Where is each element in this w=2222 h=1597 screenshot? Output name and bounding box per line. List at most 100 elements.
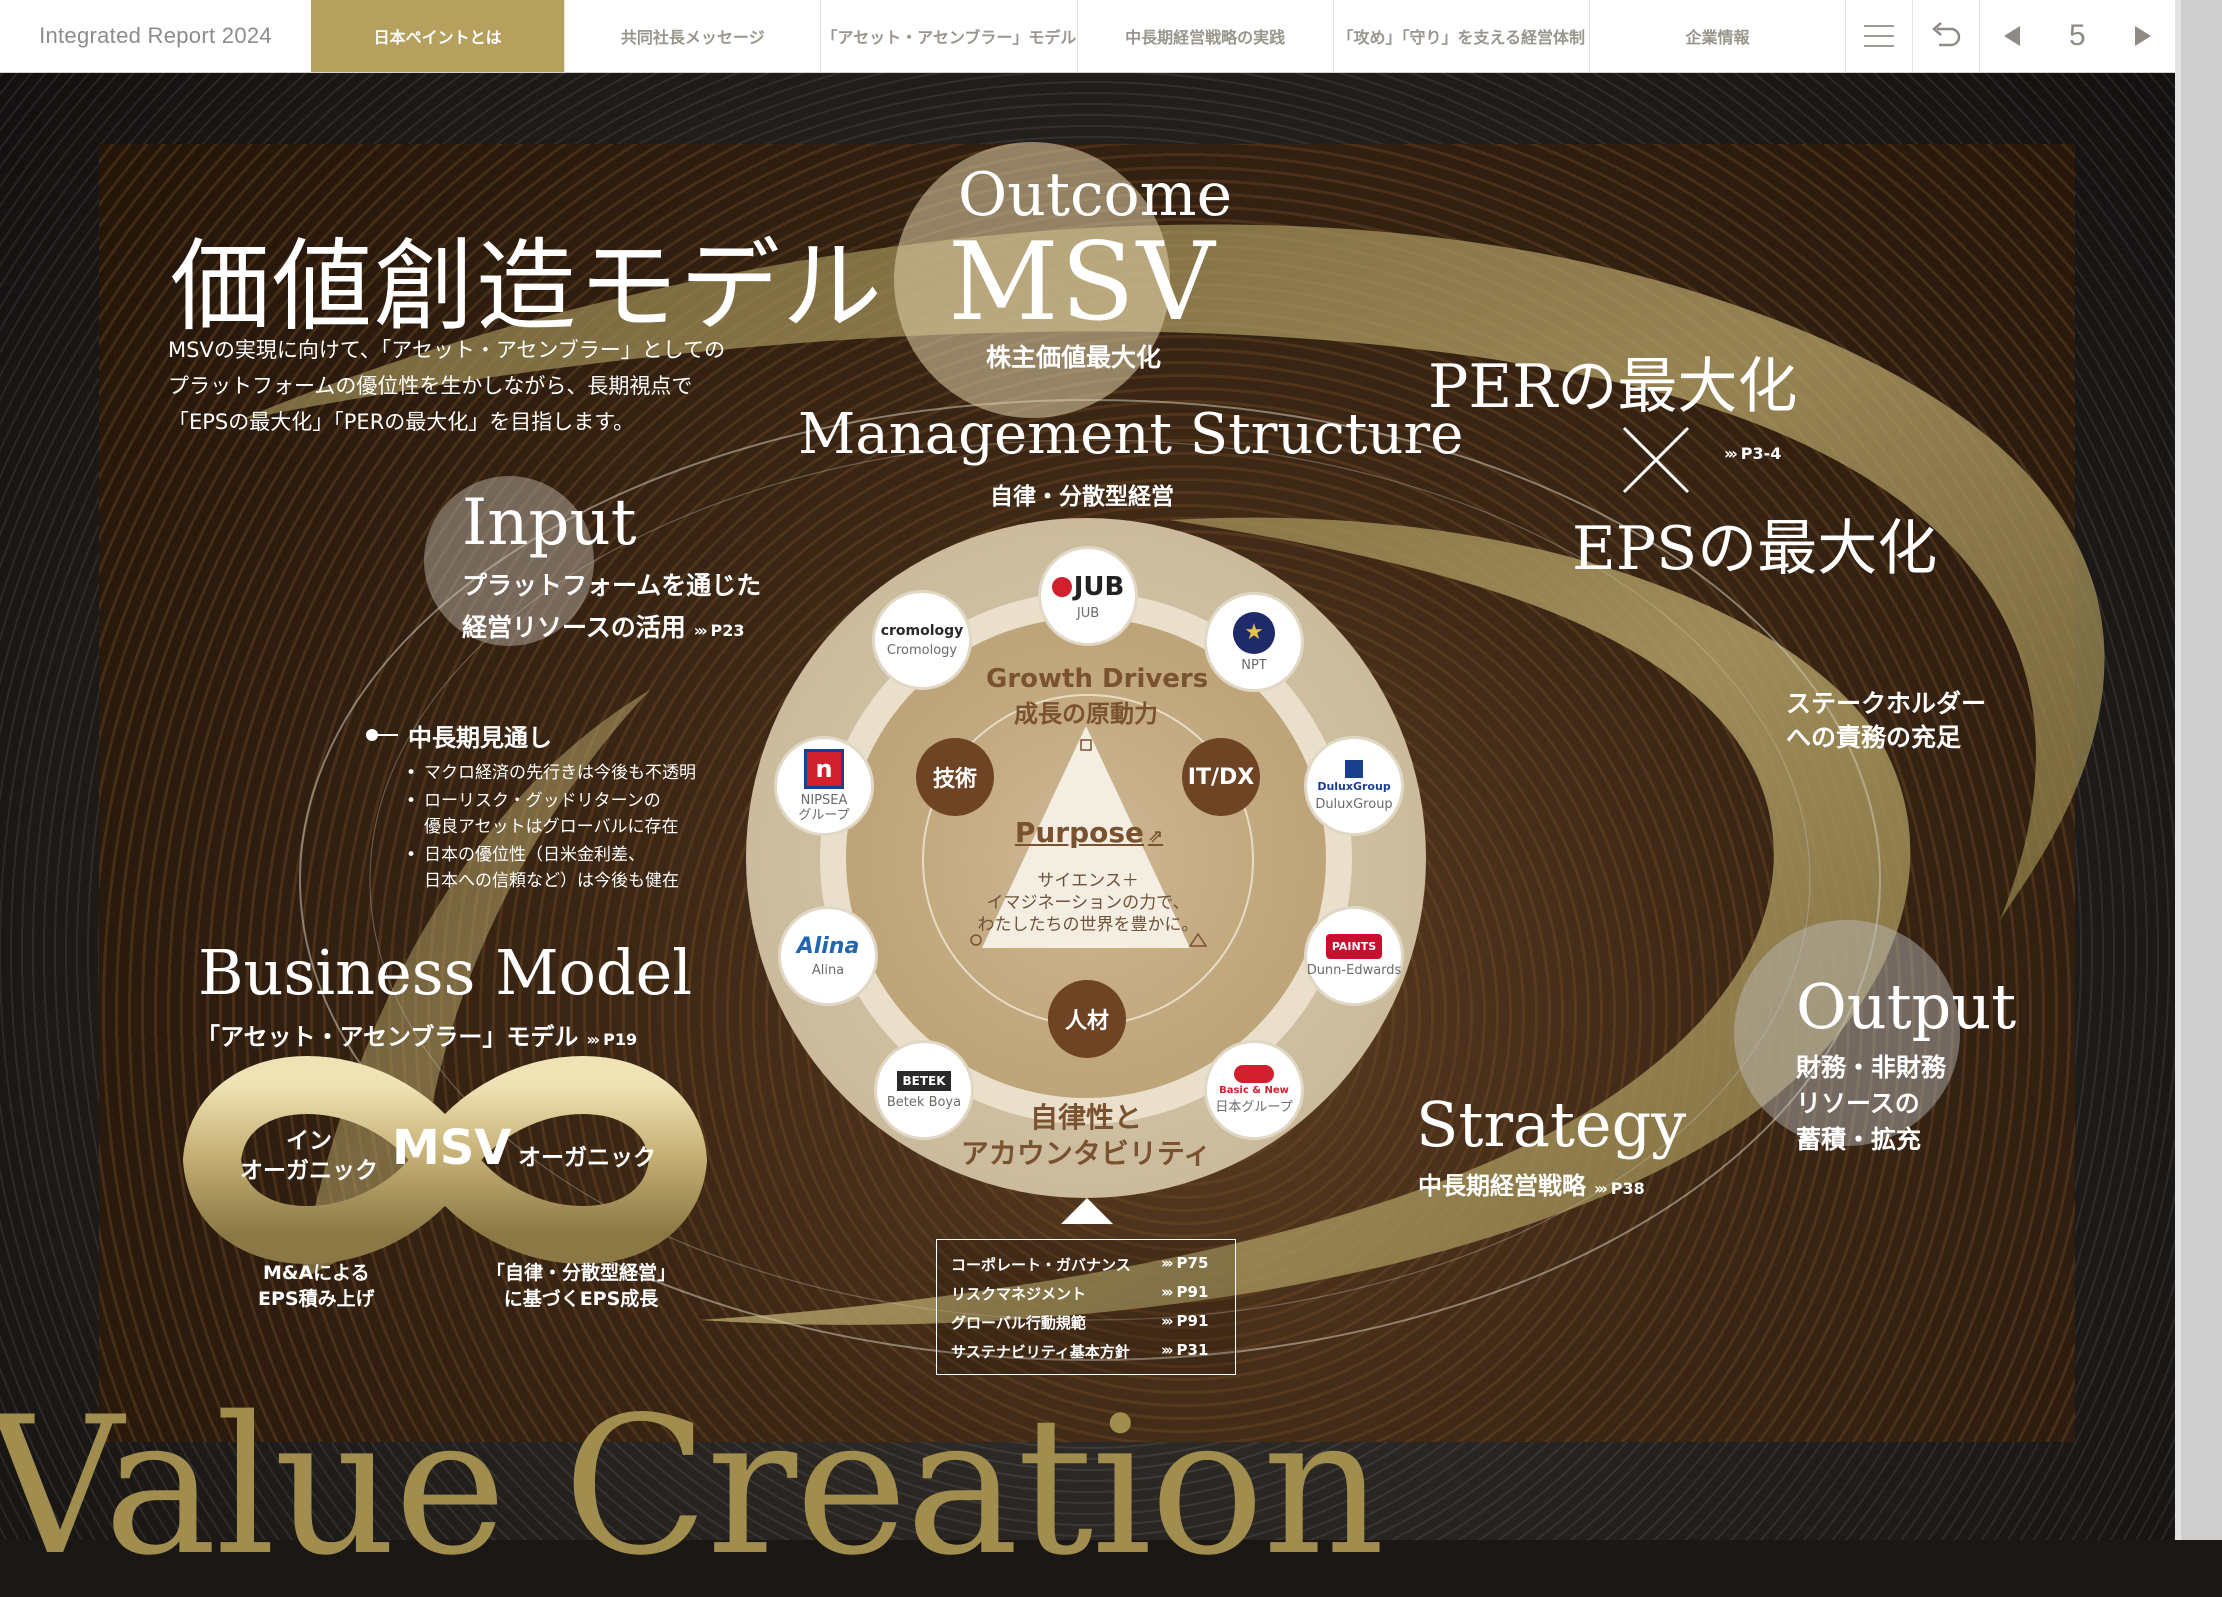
menu-icon [1863, 25, 1894, 47]
page-navigation: 5 [1978, 0, 2175, 72]
page-ref-link[interactable]: ›››P91 [1161, 1283, 1209, 1301]
cromology-logo: cromology [880, 622, 964, 639]
stakeholder-text: ステークホルダー [1786, 689, 1987, 718]
page-ref-link[interactable]: ›››P91 [1161, 1312, 1209, 1330]
outlook-list: マクロ経済の先行きは今後も不透明 ローリスク・グッドリターンの優良アセットはグロ… [404, 760, 696, 896]
inorganic-label: イン オーガニック [240, 1128, 378, 1184]
alina-logo: Alina [796, 934, 860, 959]
brand-japan-group[interactable]: Basic & New 日本グループ [1204, 1040, 1304, 1140]
business-model-label: Business Model [198, 936, 693, 1009]
stakeholder-text: への責務の充足 [1786, 723, 1962, 752]
dulux-logo: DuluxGroup [1317, 760, 1391, 793]
page-ref-link[interactable]: ›››P75 [1161, 1254, 1209, 1272]
intro-line: プラットフォームの優位性を生かしながら、長期視点で [168, 374, 693, 398]
brand-npt[interactable]: ★ NPT [1204, 592, 1304, 692]
page-ref-link[interactable]: ›››P23 [693, 621, 745, 640]
governance-item[interactable]: グローバル行動規範 [951, 1314, 1086, 1332]
intro-text: MSVの実現に向けて、「アセット・アセンブラー」としての プラットフォームの優位… [168, 332, 808, 440]
top-navigation-bar: Integrated Report 2024 日本ペイントとは 共同社長メッセー… [0, 0, 2175, 73]
brand-dunn-edwards[interactable]: PAINTS Dunn-Edwards [1304, 906, 1404, 1006]
tab-management-structure[interactable]: 「攻め」「守り」を支える経営体制 [1332, 0, 1589, 72]
brand-nipsea-group[interactable]: n NIPSEA グループ [774, 736, 874, 836]
output-subtitle: 財務・非財務 リソースの 蓄積・拡充 [1796, 1053, 1947, 1154]
page-ref-text: P23 [710, 621, 745, 640]
output-circle [1734, 920, 1960, 1146]
msv-heading: MSV [948, 220, 1217, 345]
governance-item[interactable]: リスクマネジメント [951, 1285, 1087, 1303]
external-link-icon: ⇗ [1148, 826, 1164, 847]
input-subtitle-text: 経営リソースの活用 [462, 613, 686, 642]
per-maximization-label: PERの最大化 [1428, 352, 1798, 422]
next-page-icon[interactable] [2134, 26, 2151, 46]
betek-logo: BETEK [897, 1070, 951, 1091]
menu-button[interactable] [1845, 0, 1912, 72]
nipsea-logo: n [804, 749, 844, 789]
input-subtitle: 経営リソースの活用 ›››P23 [462, 608, 745, 644]
outcome-label: Outcome [958, 160, 1233, 230]
back-button[interactable] [1911, 0, 1979, 72]
dunn-edwards-logo: PAINTS [1325, 934, 1383, 959]
intro-line: 「EPSの最大化」「PERの最大化」を目指します。 [168, 410, 635, 434]
page-ref-link[interactable]: ›››P19 [586, 1030, 638, 1049]
page-title: 価値創造モデル [170, 228, 884, 345]
output-label: Output [1796, 970, 2017, 1043]
page-number: 5 [2068, 19, 2086, 52]
bullet-line [378, 734, 398, 736]
management-structure-subtitle: 自律・分散型経営 [990, 484, 1174, 510]
prev-page-icon[interactable] [2004, 26, 2021, 46]
strategy-label: Strategy [1416, 1088, 1687, 1161]
value-creation-wordmark: Value Creation [0, 1376, 1385, 1597]
pillar-people: 人材 [1048, 980, 1126, 1058]
purpose-label[interactable]: Purpose⇗ [1014, 816, 1164, 849]
page-ref-link[interactable]: ›››P3-4 [1724, 444, 1782, 463]
infinity-msv-label: MSV [392, 1120, 512, 1176]
right-scroll-area [2175, 0, 2222, 1540]
list-item: マクロ経済の先行きは今後も不透明 [404, 760, 696, 786]
outlook-title: 中長期見通し [408, 724, 552, 752]
tab-asset-assembler-model[interactable]: 「アセット・アセンブラー」モデル [820, 0, 1076, 72]
bullet-dot-icon [366, 729, 378, 741]
ma-caption: M&Aによる EPS積み上げ [258, 1262, 375, 1310]
jub-logo: JUB [1051, 572, 1124, 602]
list-item: 日本の優位性（日米金利差、日本への信頼など）は今後も健在 [404, 842, 696, 894]
management-structure-label: Management Structure [798, 402, 1464, 467]
brand-betek-boya[interactable]: BETEK Betek Boya [874, 1040, 974, 1140]
tab-ceo-message[interactable]: 共同社長メッセージ [564, 0, 820, 72]
strategy-subtitle: 中長期経営戦略›››P38 [1418, 1172, 1645, 1200]
japan-group-logo: Basic & New [1219, 1065, 1289, 1096]
intro-line: MSVの実現に向けて、「アセット・アセンブラー」としての [168, 338, 726, 362]
eps-maximization-label: EPSの最大化 [1572, 514, 1938, 584]
outcome-circle [894, 142, 1170, 418]
brand-jub[interactable]: JUB JUB [1038, 546, 1138, 646]
input-label: Input [462, 486, 637, 560]
page-ref-link[interactable]: ›››P31 [1161, 1341, 1209, 1359]
pillar-it-dx: IT/DX [1182, 738, 1260, 816]
governance-item[interactable]: サステナビリティ基本方針 [951, 1343, 1130, 1361]
brand-alina[interactable]: Alina Alina [778, 906, 878, 1006]
organic-label: オーガニック [518, 1145, 656, 1171]
brand-cromology[interactable]: cromology Cromology [872, 590, 972, 690]
back-icon [1931, 22, 1960, 47]
input-subtitle: プラットフォームを通じた [462, 571, 762, 600]
brand-duluxgroup[interactable]: DuluxGroup DuluxGroup [1304, 736, 1404, 836]
autonomy-accountability-label: 自律性と アカウンタビリティ [960, 1101, 1212, 1170]
pillar-technology: 技術 [916, 738, 994, 816]
msv-subtitle: 株主価値最大化 [986, 343, 1162, 372]
tab-about-nippon-paint[interactable]: 日本ペイントとは [311, 0, 565, 72]
governance-item[interactable]: コーポレート・ガバナンス [951, 1256, 1131, 1274]
purpose-text: サイエンス＋ イマジネーションの力で、 わたしたちの世界を豊かに。 [977, 871, 1199, 935]
growth-drivers-label: Growth Drivers [986, 664, 1209, 694]
organic-caption: 「自律・分散型経営」 に基づくEPS成長 [486, 1262, 677, 1310]
scrollbar-track[interactable] [2175, 0, 2181, 1540]
up-arrow-icon [1061, 1198, 1113, 1224]
report-title[interactable]: Integrated Report 2024 [39, 23, 272, 48]
page-ref-link[interactable]: ›››P38 [1594, 1179, 1645, 1198]
growth-drivers-jp-label: 成長の原動力 [1014, 700, 1158, 728]
npt-logo: ★ [1233, 611, 1275, 654]
business-model-subtitle: 「アセット・アセンブラー」モデル›››P19 [196, 1023, 638, 1051]
tab-corporate-info[interactable]: 企業情報 [1588, 0, 1845, 72]
input-circle [424, 476, 594, 646]
tab-mid-long-term-strategy[interactable]: 中長期経営戦略の実践 [1076, 0, 1333, 72]
governance-box: コーポレート・ガバナンス ›››P75 リスクマネジメント ›››P91 グロー… [936, 1239, 1236, 1375]
